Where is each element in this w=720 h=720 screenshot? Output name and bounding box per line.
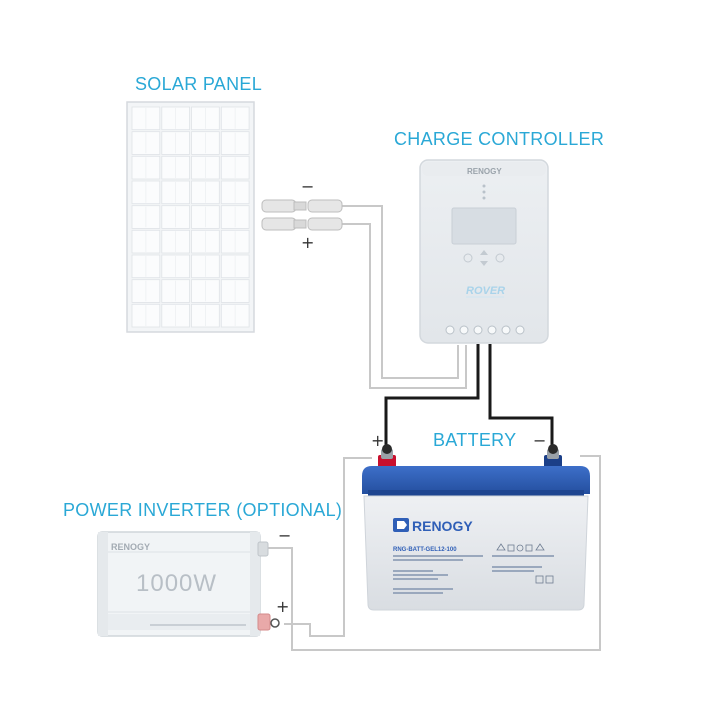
solar-panel <box>126 101 255 333</box>
status-led-icon <box>482 196 486 200</box>
terminal-hole-icon <box>459 325 469 335</box>
terminal-hole-icon <box>501 325 511 335</box>
charge-controller-title: CHARGE CONTROLLER <box>394 129 605 149</box>
solar-cell-grid <box>131 106 250 328</box>
inverter-plus-sign: + <box>276 597 289 616</box>
safety-symbols-icon <box>496 543 554 584</box>
battery-model: RNG-BATT-GEL12-100 <box>393 547 457 553</box>
terminal-hole-icon <box>445 325 455 335</box>
status-led-icon <box>482 184 486 188</box>
status-led-icon <box>482 190 486 194</box>
select-button-icon <box>495 253 505 263</box>
battery-brand: RENOGY <box>412 518 473 534</box>
battery-minus-sign: − <box>533 431 546 450</box>
battery-title: BATTERY <box>433 430 517 450</box>
controller-model: ROVER <box>466 285 505 297</box>
battery-plus-sign: + <box>371 431 384 450</box>
inverter-minus-sign: − <box>278 526 291 545</box>
panel-minus-sign: − <box>301 177 314 196</box>
light-cables <box>268 205 601 651</box>
inverter-positive-terminal <box>257 613 271 631</box>
menu-button-icon <box>463 253 473 263</box>
terminal-hole-icon <box>515 325 525 335</box>
controller-brand: RENOGY <box>467 167 502 176</box>
power-inverter-title: POWER INVERTER (OPTIONAL) <box>63 500 343 520</box>
panel-plus-sign: + <box>301 233 314 252</box>
power-inverter: RENOGY 1000W <box>97 531 280 637</box>
controller-lcd-screen <box>451 207 517 245</box>
arrow-buttons-icon <box>480 250 488 266</box>
mc4-connectors <box>261 199 343 231</box>
battery-cables <box>384 344 554 452</box>
battery: RENOGY RNG-BATT-GEL12-100 <box>362 444 590 611</box>
terminal-hole-icon <box>487 325 497 335</box>
inverter-brand: RENOGY <box>111 542 150 552</box>
terminal-hole-icon <box>473 325 483 335</box>
controller-terminals <box>445 325 525 335</box>
solar-panel-title: SOLAR PANEL <box>135 74 263 94</box>
charge-controller: RENOGY ROVER <box>419 159 549 344</box>
inverter-rating: 1000W <box>136 570 217 597</box>
